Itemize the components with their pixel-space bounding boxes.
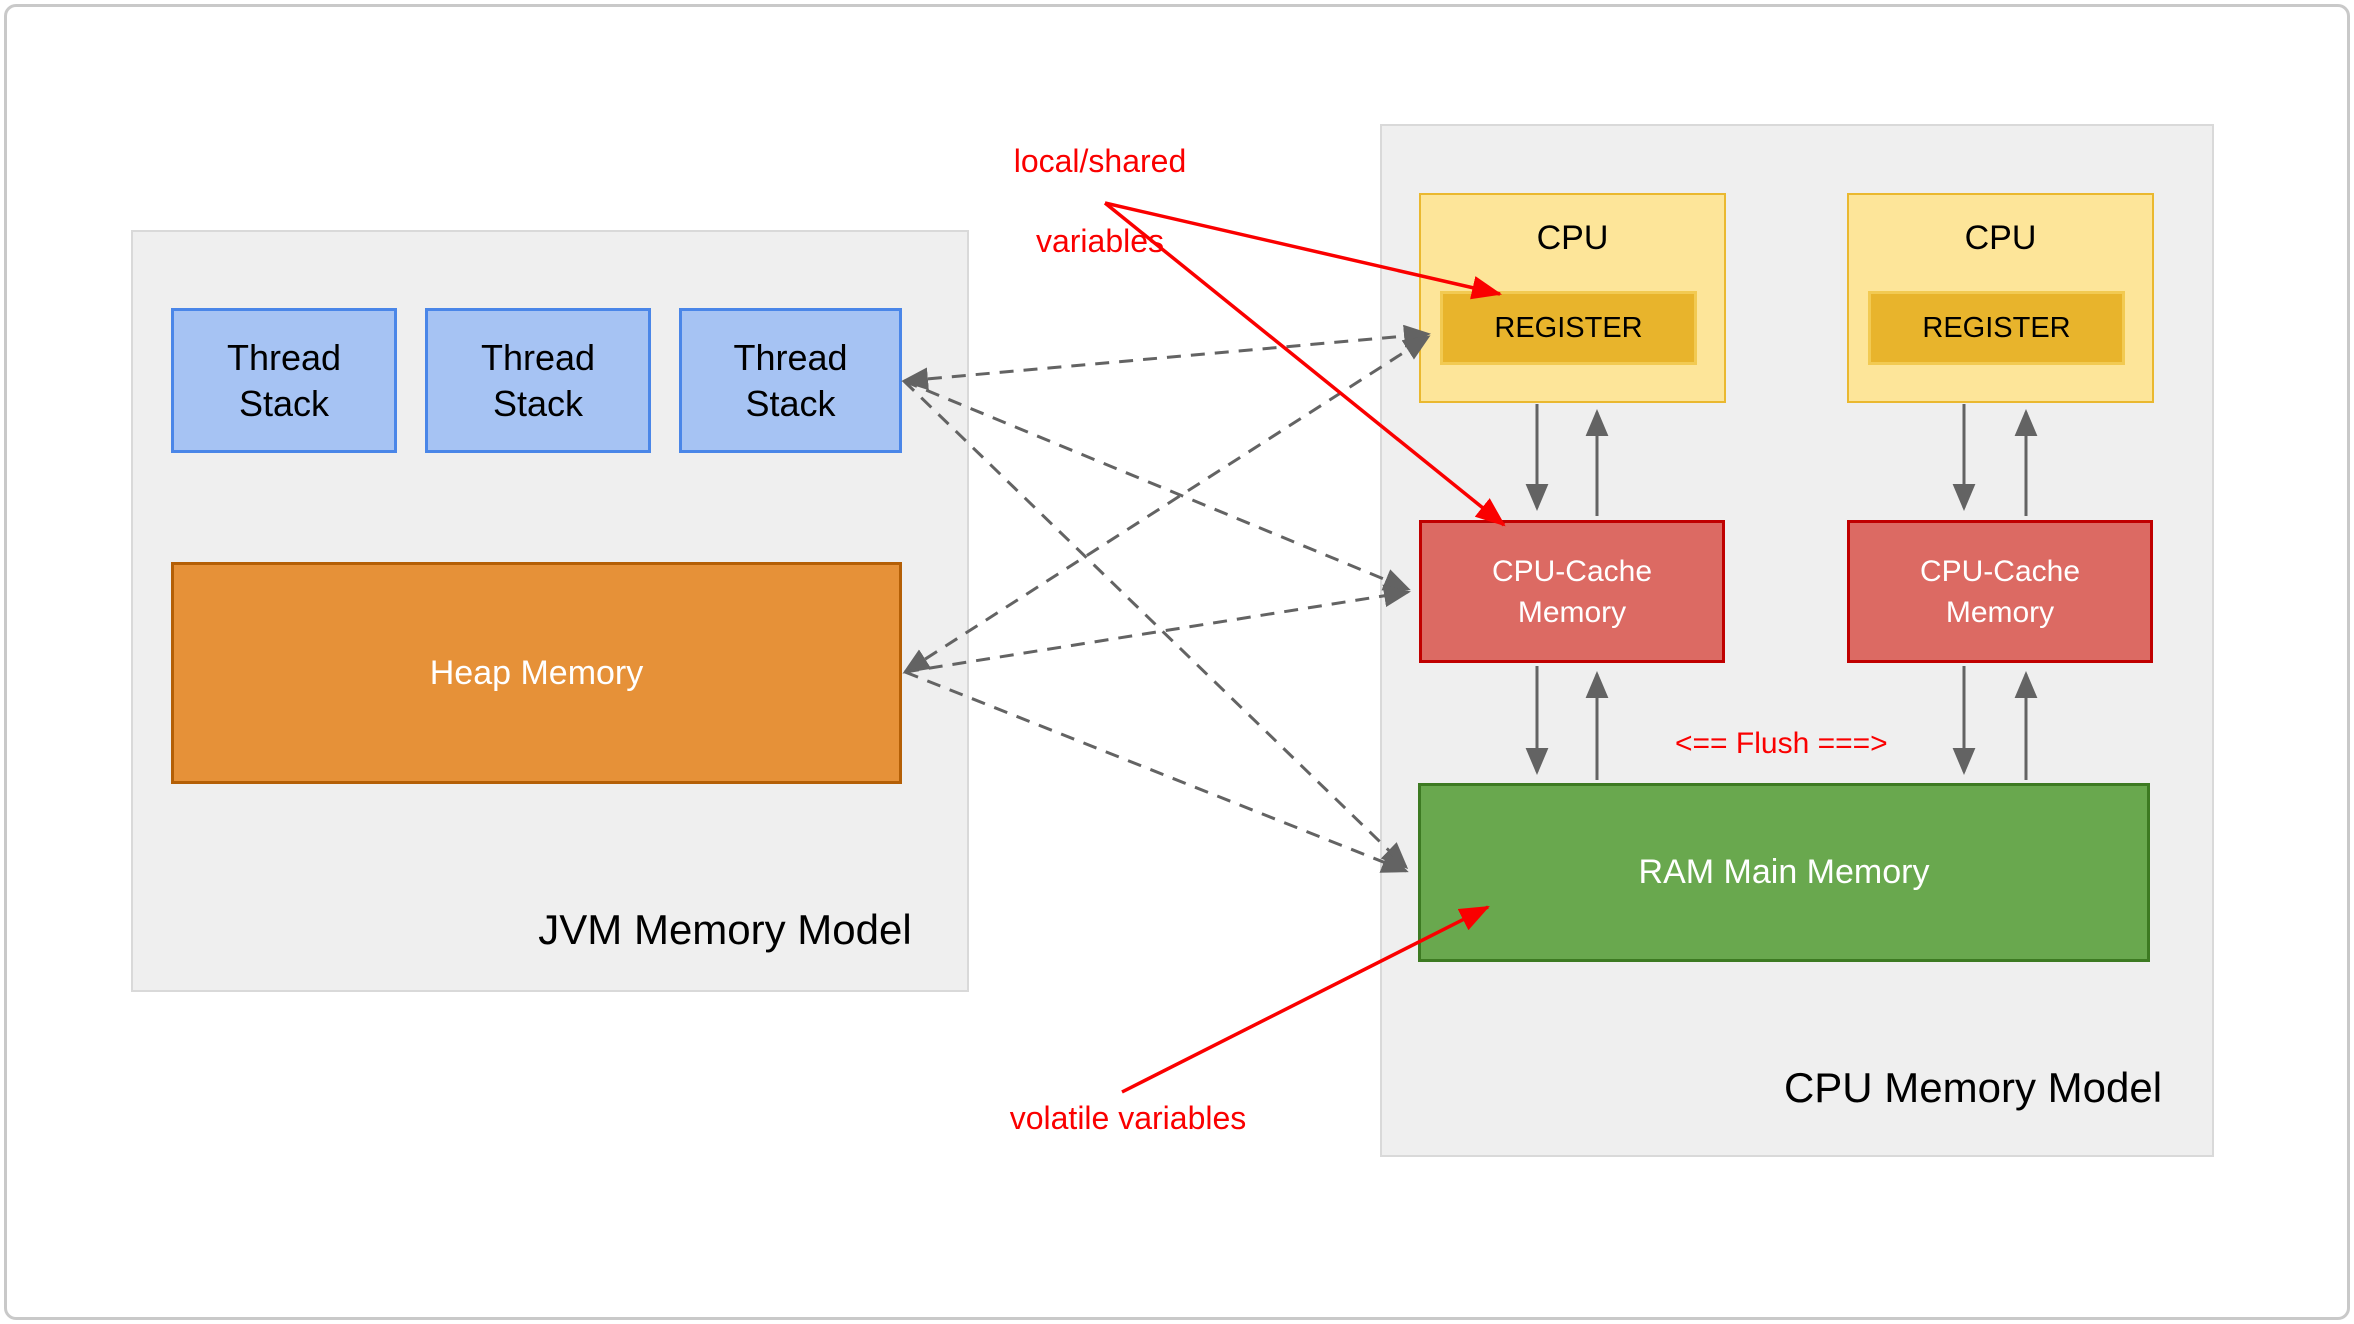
cpu-cache-label: CPU-Cache <box>1919 554 2081 588</box>
cpu-cache-box-1: CPU-Cache Memory <box>1419 520 1725 663</box>
jvm-panel-title: JVM Memory Model <box>538 906 912 953</box>
thread-stack-box-3: Thread Stack <box>679 308 902 453</box>
local-shared-line2: variables <box>1035 223 1165 259</box>
ram-label: RAM Main Memory <box>1638 853 1930 891</box>
thread-stack-label: Stack <box>745 382 836 424</box>
local-shared-variables-note: local/shared variables <box>950 101 1250 261</box>
register-label: REGISTER <box>1922 311 2071 344</box>
register-label: REGISTER <box>1494 311 1643 344</box>
flush-annotation: <== Flush ===> <box>1675 727 1888 760</box>
heap-memory-label: Heap Memory <box>429 653 644 692</box>
cpu-box-2: CPU REGISTER <box>1847 193 2154 403</box>
cpu-box-1: CPU REGISTER <box>1419 193 1726 403</box>
thread-stack-label: Thread <box>226 336 342 378</box>
cpu-cache-label: CPU-Cache <box>1491 554 1653 588</box>
cpu-label: CPU <box>1536 219 1609 257</box>
ram-main-memory-box: RAM Main Memory <box>1418 783 2150 962</box>
thread-stack-label: Thread <box>480 336 596 378</box>
local-shared-line1: local/shared <box>1013 143 1187 179</box>
register-box-2: REGISTER <box>1868 291 2125 365</box>
thread-stack-label: Thread <box>733 336 848 378</box>
page-border <box>4 4 2350 1320</box>
cpu-panel-title: CPU Memory Model <box>1783 1064 2163 1111</box>
thread-stack-label: Stack <box>238 382 330 424</box>
register-box-1: REGISTER <box>1440 291 1697 365</box>
thread-stack-box-2: Thread Stack <box>425 308 651 453</box>
volatile-variables-note: volatile variables <box>1009 1100 1247 1136</box>
cpu-cache-label: Memory <box>1945 595 2055 629</box>
cpu-cache-box-2: CPU-Cache Memory <box>1847 520 2153 663</box>
cpu-cache-label: Memory <box>1517 595 1627 629</box>
heap-memory-box: Heap Memory <box>171 562 902 784</box>
cpu-label: CPU <box>1964 219 2037 257</box>
thread-stack-box-1: Thread Stack <box>171 308 397 453</box>
thread-stack-label: Stack <box>492 382 584 424</box>
